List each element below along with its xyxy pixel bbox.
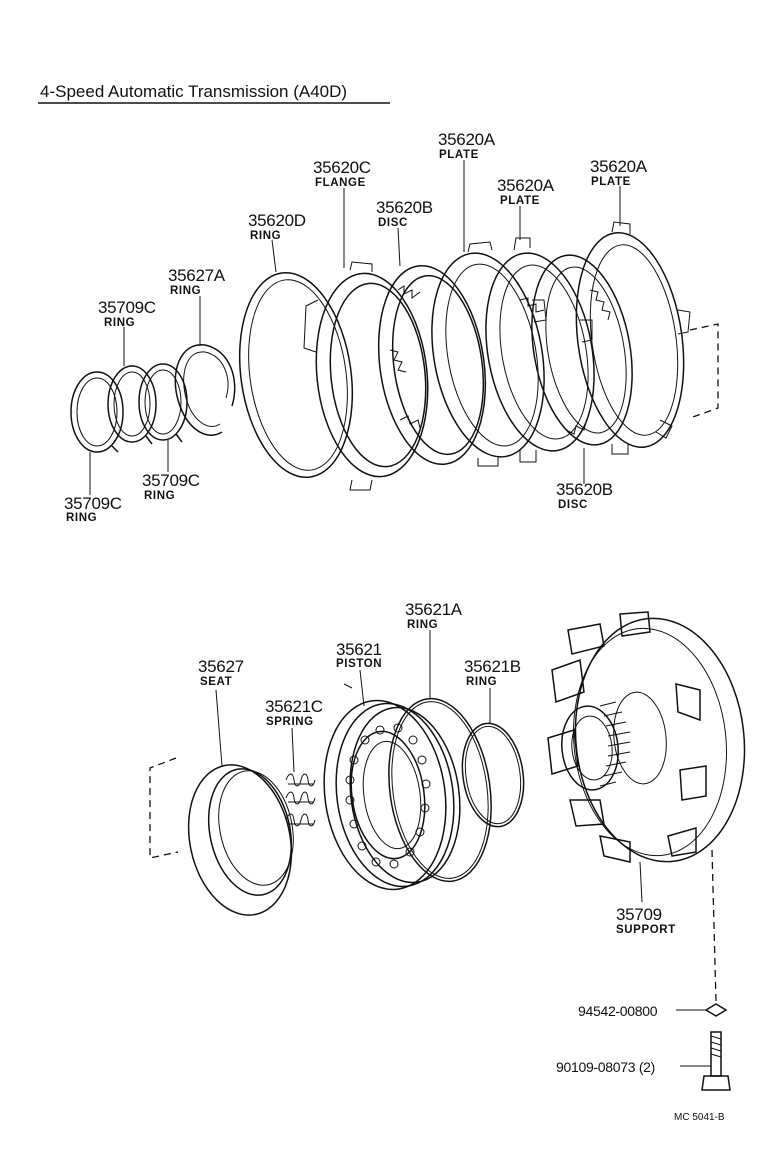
snap-ring-35709c-1 (70, 371, 124, 453)
label-35620a-3: 35620A PLATE (590, 157, 648, 188)
housing-outline-upper (689, 323, 719, 419)
label-35621: 35621 PISTON (336, 640, 382, 670)
part-number: 35620A (590, 157, 648, 176)
part-number: 90109-08073 (2) (556, 1059, 655, 1075)
label-35709c-left: 35709C RING (64, 494, 122, 524)
part-name: SPRING (266, 716, 314, 728)
disc-35620b-lower (531, 254, 633, 446)
ring-35621a (388, 697, 492, 883)
part-number: 35620B (376, 198, 433, 217)
diagram-title: 4-Speed Automatic Transmission (A40D) (38, 82, 390, 104)
part-number: 35627A (168, 266, 226, 285)
part-number: 94542-00800 (578, 1003, 658, 1019)
label-35709: 35709 SUPPORT (616, 905, 676, 936)
ring-35627a (174, 344, 236, 436)
part-name: RING (170, 285, 201, 297)
washer-94542 (676, 1003, 728, 1017)
ring-35621b (461, 722, 525, 828)
part-name: RING (466, 676, 497, 688)
part-number: 35620C (313, 158, 371, 177)
figure-code: MC 5041-B (674, 1112, 725, 1123)
part-name: SUPPORT (616, 924, 676, 936)
bolt-90109 (680, 1031, 731, 1091)
part-number: 35621 (336, 640, 382, 659)
part-name: RING (104, 317, 135, 329)
part-number: 35709C (142, 471, 200, 490)
part-name: SEAT (200, 676, 232, 688)
part-name: RING (250, 230, 281, 242)
snap-ring-35709c-2 (107, 365, 157, 445)
part-number: 35621C (265, 697, 323, 716)
part-name: PLATE (439, 149, 479, 161)
part-number: 35620D (248, 211, 306, 230)
label-35620a-2: 35620A PLATE (497, 176, 555, 207)
part-name: RING (66, 512, 97, 524)
part-name: PISTON (336, 658, 382, 670)
label-35620a-1: 35620A PLATE (438, 130, 496, 161)
springs-35621c (285, 773, 316, 827)
bolt-axis-line (711, 849, 717, 1003)
label-94542: 94542-00800 (578, 1003, 658, 1019)
part-number: 35627 (198, 657, 244, 676)
label-35621a: 35621A RING (405, 600, 463, 631)
piston-bolt-holes (345, 723, 431, 869)
label-35709c-top: 35709C RING (98, 298, 156, 329)
label-35620b-upper: 35620B DISC (376, 198, 433, 229)
label-35621b: 35621B RING (464, 657, 521, 688)
label-35627a: 35627A RING (168, 266, 226, 297)
disc-35620b-upper (377, 264, 487, 466)
label-35621c: 35621C SPRING (265, 697, 323, 728)
ring-35620d (238, 271, 354, 479)
part-name: DISC (378, 217, 408, 229)
label-35627: 35627 SEAT (198, 657, 244, 688)
seat-35627 (187, 764, 294, 916)
leader-lines-lower (215, 630, 643, 903)
part-number: 35620B (556, 480, 613, 499)
label-35709c-mid: 35709C RING (142, 471, 200, 502)
label-35620b-lower: 35620B DISC (556, 480, 613, 511)
label-90109: 90109-08073 (2) (556, 1059, 655, 1075)
plate-35620a-1 (431, 241, 547, 467)
plate-35620a-2 (485, 237, 595, 463)
part-number: 35621A (405, 600, 463, 619)
part-number: 35709C (98, 298, 156, 317)
part-name: FLANGE (315, 177, 366, 189)
part-number: 35709C (64, 494, 122, 513)
piston-35621 (323, 699, 461, 891)
part-name: PLATE (500, 195, 540, 207)
flange-35620c (303, 261, 429, 491)
plate-35620a-3 (575, 221, 691, 455)
housing-outline-lower (149, 757, 179, 859)
part-name: RING (407, 619, 438, 631)
part-number: 35620A (497, 176, 555, 195)
part-name: PLATE (591, 176, 631, 188)
support-35709 (547, 611, 746, 863)
part-name: DISC (558, 499, 588, 511)
snap-ring-35709c-3 (138, 363, 188, 443)
title-text: 4-Speed Automatic Transmission (A40D) (40, 82, 347, 101)
leader-lines-upper (89, 160, 621, 495)
part-number: 35620A (438, 130, 496, 149)
part-number: 35709 (616, 905, 662, 924)
label-35620c: 35620C FLANGE (313, 158, 371, 189)
part-number: 35621B (464, 657, 521, 676)
label-35620d: 35620D RING (248, 211, 306, 242)
part-name: RING (144, 490, 175, 502)
